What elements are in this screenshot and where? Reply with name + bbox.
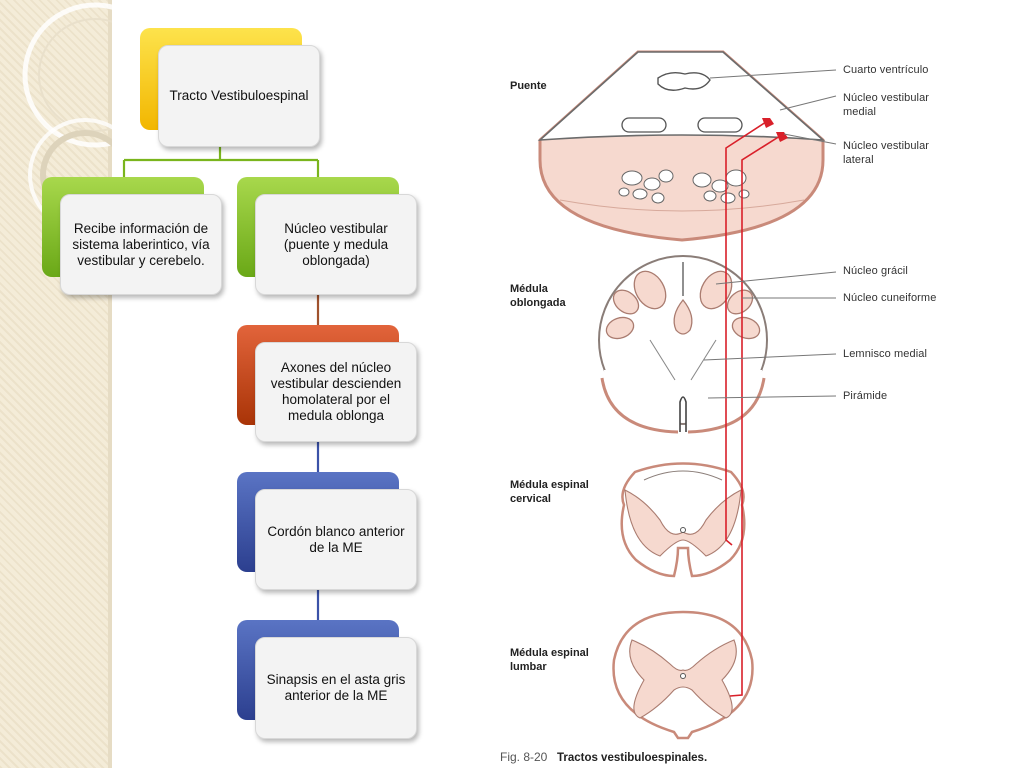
medial-nucleus-marker [762, 118, 774, 128]
label-cervical-cord: Médula espinal cervical [510, 479, 589, 505]
pons-section [537, 50, 826, 242]
label-medial-vestibular: Núcleo vestibular medial [843, 92, 930, 118]
label-cuneate-nucleus: Núcleo cuneiforme [843, 292, 937, 304]
anatomy-figure [537, 50, 837, 740]
label-pons: Puente [510, 80, 547, 92]
flowchart-connectors [122, 147, 320, 620]
leader-lines [703, 69, 837, 399]
axons-box: Axones del núcleo vestibular descienden … [255, 342, 417, 442]
figure-caption: Fig. 8-20 Tractos vestibuloespinales. [500, 750, 707, 764]
label-lateral-vestibular: Núcleo vestibular lateral [843, 140, 930, 166]
synapse-box: Sinapsis en el asta gris anterior de la … [255, 637, 417, 739]
label-lumbar-cord: Médula espinal lumbar [510, 647, 589, 673]
caption-number: Fig. 8-20 [500, 750, 548, 764]
lumbar-cord-section [612, 610, 754, 740]
nucleus-box: Núcleo vestibular (puente y medula oblon… [255, 194, 417, 295]
label-medulla: Médula oblongada [510, 283, 566, 309]
cervical-cord-section [620, 462, 746, 578]
cord-box: Cordón blanco anterior de la ME [255, 489, 417, 590]
root-box: Tracto Vestibuloespinal [158, 45, 320, 147]
label-fourth-ventricle: Cuarto ventrículo [843, 64, 929, 76]
medulla-section [598, 255, 768, 434]
vestibulospinal-tracts [725, 121, 781, 697]
caption-title: Tractos vestibuloespinales. [556, 752, 708, 764]
info-source-box: Recibe información de sistema laberintic… [60, 194, 222, 295]
decorative-side-panel [0, 0, 112, 768]
label-gracile-nucleus: Núcleo grácil [843, 265, 908, 277]
label-medial-lemniscus: Lemnisco medial [843, 348, 928, 360]
panel-stripe [108, 0, 112, 768]
label-pyramid: Pirámide [843, 390, 888, 402]
